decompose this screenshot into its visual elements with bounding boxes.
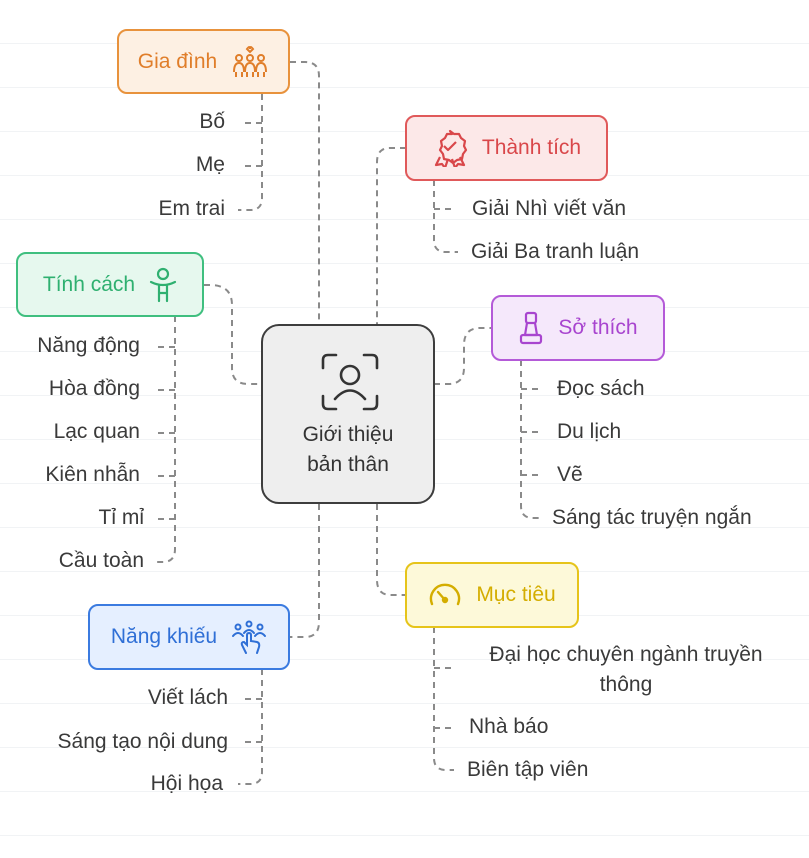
branch-personality-label: Tính cách xyxy=(42,272,136,296)
hobby-item-short-stories: Sáng tác truyện ngắn xyxy=(552,506,752,529)
person-scan-icon xyxy=(321,353,379,411)
talent-item-content: Sáng tạo nội dung xyxy=(57,730,228,753)
award-medal-icon xyxy=(434,129,467,167)
branch-family-label: Gia đình xyxy=(137,49,218,73)
personality-item-5: Tỉ mỉ xyxy=(98,506,145,529)
branch-personality[interactable]: Tính cách xyxy=(16,252,204,317)
center-title-line2: bản thân xyxy=(307,453,389,476)
achievement-item-debate: Giải Ba tranh luận xyxy=(471,240,640,263)
goal-item-university: Đại học chuyên ngành truyền thông xyxy=(489,643,763,696)
center-topic-node[interactable]: Giới thiệu bản thân xyxy=(261,324,435,504)
center-title-line1: Giới thiệu xyxy=(302,423,394,446)
branch-family[interactable]: Gia đình xyxy=(117,29,290,94)
personality-item-1: Năng động xyxy=(37,334,140,357)
branch-achievements[interactable]: Thành tích xyxy=(405,115,608,181)
goal-item-editor: Biên tập viên xyxy=(467,758,589,781)
talent-item-painting: Hội họa xyxy=(150,772,223,795)
personality-item-2: Hòa đồng xyxy=(48,377,140,400)
family-item-father: Bố xyxy=(199,110,225,133)
center-title: Giới thiệu bản thân xyxy=(263,420,433,480)
branch-goals[interactable]: Mục tiêu xyxy=(405,562,579,628)
gauge-icon xyxy=(430,583,461,606)
branch-hobbies-label: Sở thích xyxy=(558,316,638,339)
branch-talents[interactable]: Năng khiếu xyxy=(88,604,290,670)
person-standing-icon xyxy=(150,267,177,302)
goal-item-journalist: Nhà báo xyxy=(469,715,549,738)
personality-item-6: Cầu toàn xyxy=(58,549,144,572)
hobby-item-reading: Đọc sách xyxy=(557,377,645,400)
talent-item-writing: Viết lách xyxy=(147,686,228,709)
family-item-brother: Em trai xyxy=(158,197,225,220)
family-icon xyxy=(233,45,268,77)
hand-pointer-people-icon xyxy=(232,620,267,654)
hobby-item-travel: Du lịch xyxy=(557,420,622,443)
branch-talents-label: Năng khiếu xyxy=(110,625,218,648)
branch-achievements-label: Thành tích xyxy=(481,136,582,159)
chess-pawn-icon xyxy=(520,311,543,345)
personality-item-3: Lạc quan xyxy=(53,420,140,443)
family-item-mother: Mẹ xyxy=(195,153,225,176)
achievement-item-writing: Giải Nhì viết văn xyxy=(472,197,627,220)
branch-goals-label: Mục tiêu xyxy=(476,583,556,606)
personality-item-4: Kiên nhẫn xyxy=(45,463,140,486)
branch-hobbies[interactable]: Sở thích xyxy=(491,295,665,361)
hobby-item-drawing: Vẽ xyxy=(557,463,583,486)
